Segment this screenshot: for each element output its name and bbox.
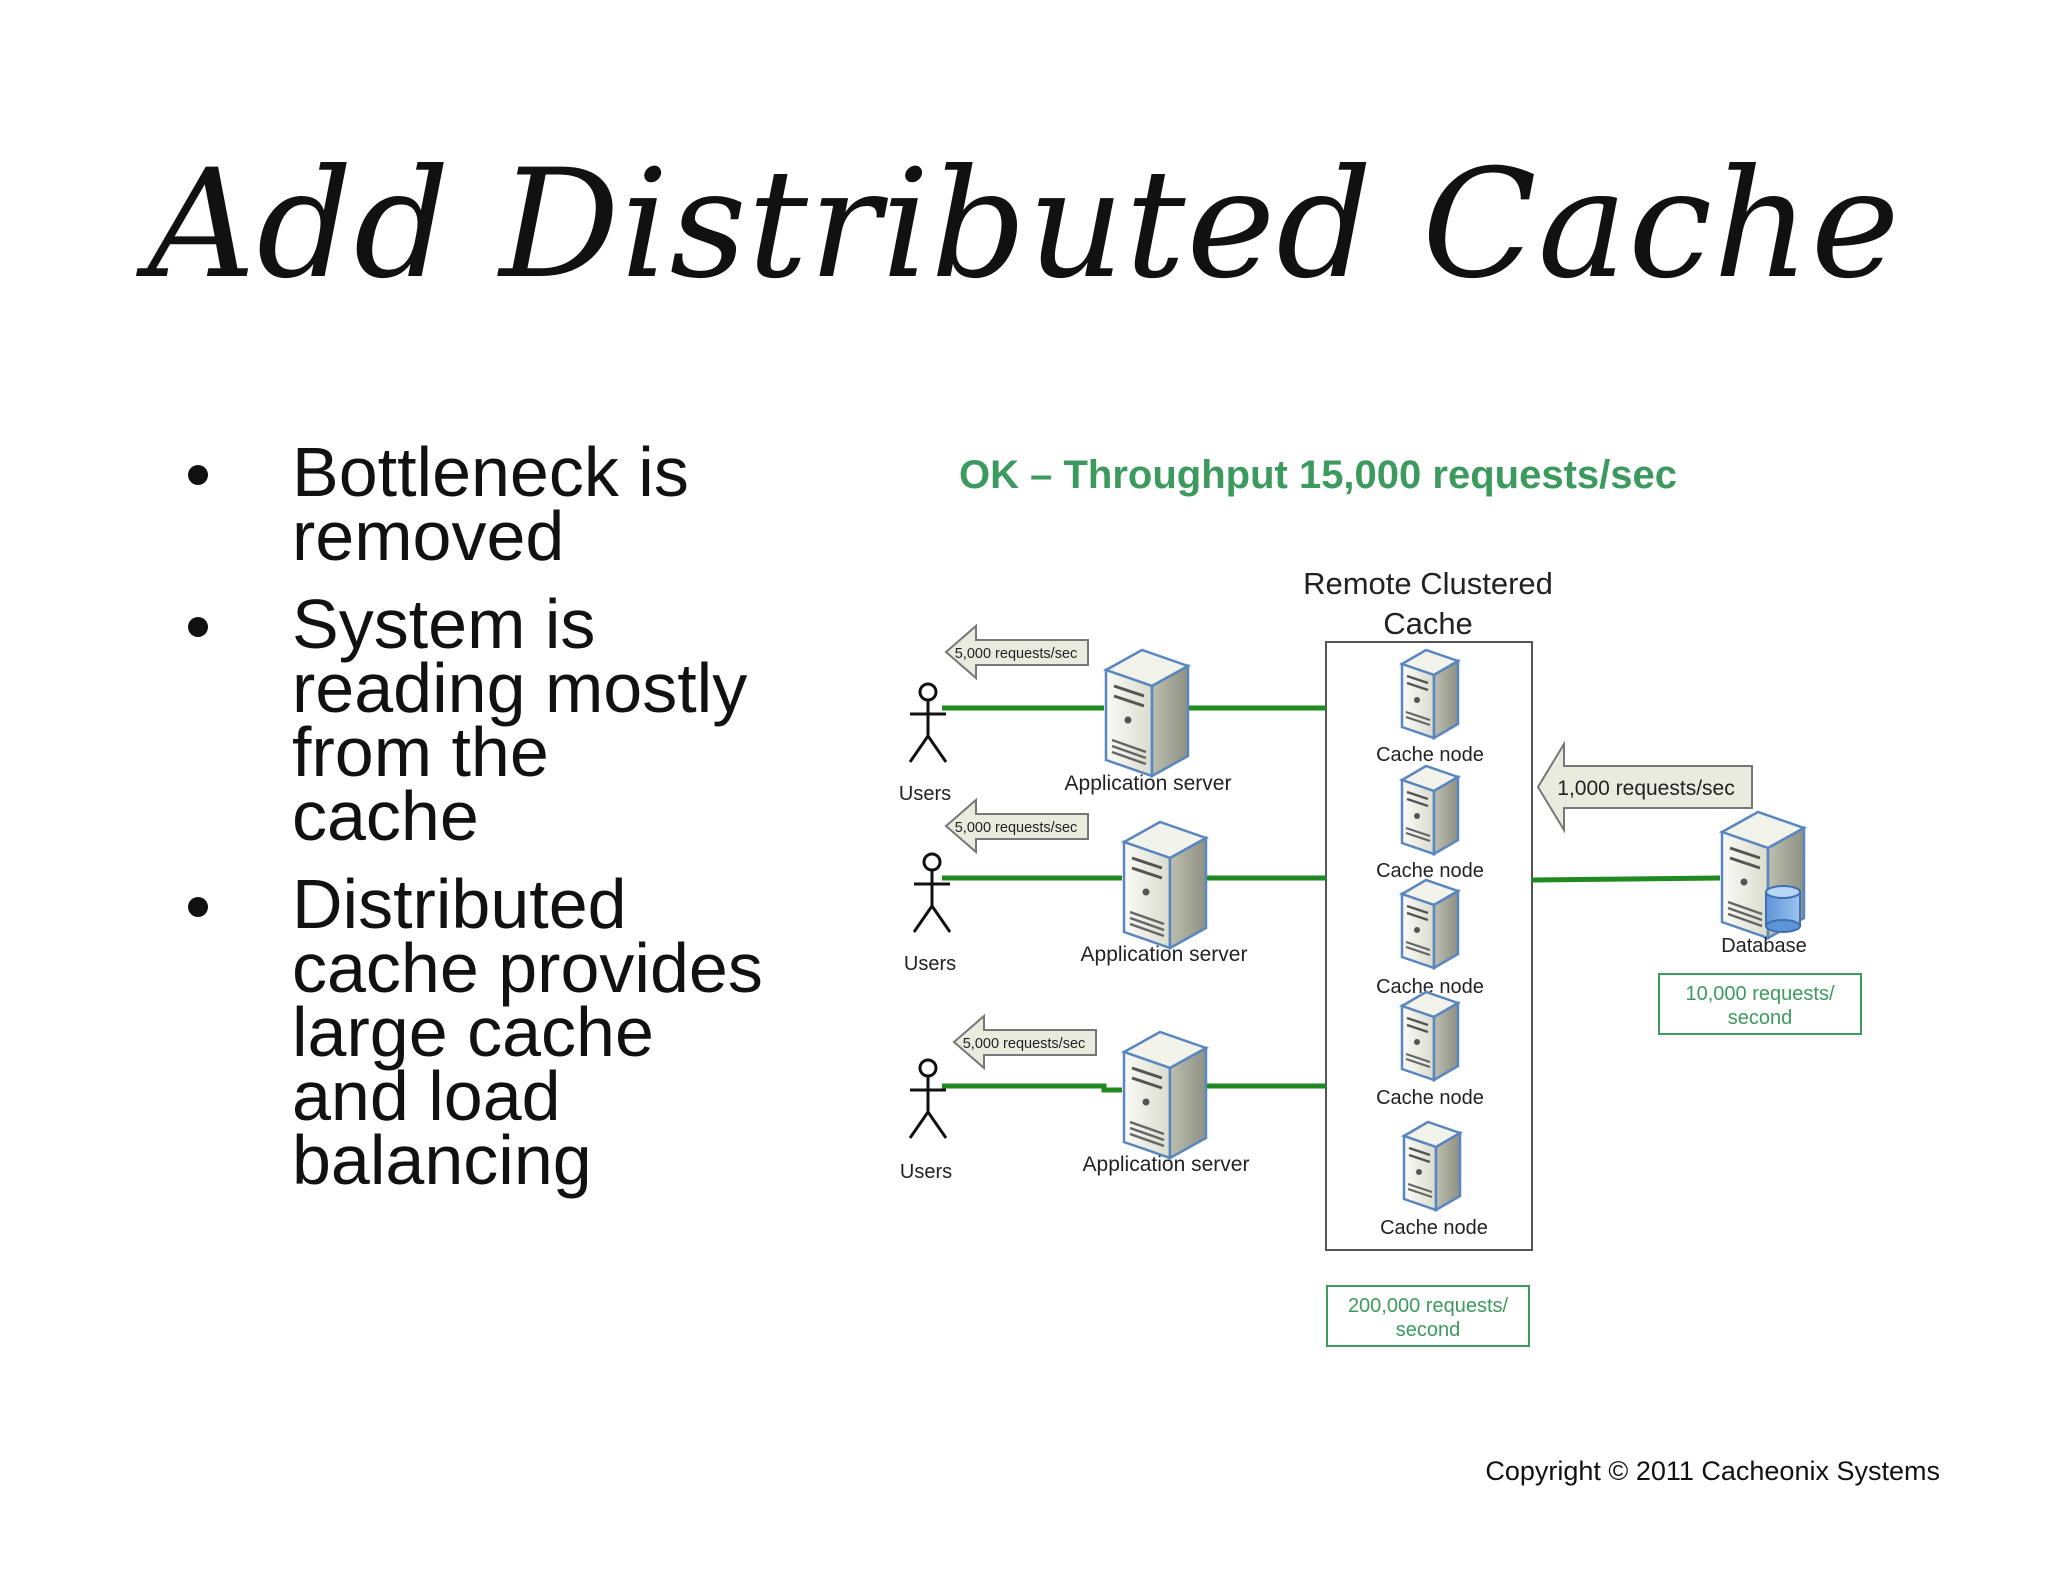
cache-node-label: Cache node xyxy=(1380,1217,1488,1239)
bullet-line: Distributed xyxy=(292,865,627,943)
cache-node: Cache node xyxy=(1376,764,1484,882)
bullet-line: Bottleneck is xyxy=(292,433,689,511)
cache-node-label: Cache node xyxy=(1376,744,1484,766)
arrow-label: 5,000 requests/sec xyxy=(963,1036,1086,1052)
bullet-item: System is reading mostly from the cache xyxy=(180,585,820,855)
bullet-dot xyxy=(188,617,208,637)
bullet-line: from the xyxy=(292,713,549,791)
arrow-label: 5,000 requests/sec xyxy=(955,646,1078,662)
db-capacity-box: 10,000 requests/ second xyxy=(1658,973,1862,1035)
cluster-capacity-box: 200,000 requests/ second xyxy=(1326,1285,1530,1347)
db-capacity-text: second xyxy=(1728,1007,1793,1029)
connection-lines xyxy=(942,705,1721,1093)
request-arrow: 5,000 requests/sec xyxy=(944,623,1089,681)
bullet-dot xyxy=(188,897,208,917)
bullet-line: and load xyxy=(292,1057,561,1135)
bullet-line: large cache xyxy=(292,993,654,1071)
bullet-line: cache xyxy=(292,777,479,855)
cache-node-label: Cache node xyxy=(1376,860,1484,882)
request-arrow: 5,000 requests/sec xyxy=(952,1013,1097,1071)
slide-title: Add Distributed Cache xyxy=(147,138,1901,312)
bullet-line: reading mostly xyxy=(292,649,748,727)
db-capacity-text: 10,000 requests/ xyxy=(1686,983,1835,1005)
bullet-dot xyxy=(188,465,208,485)
bullet-item: Distributed cache provides large cache a… xyxy=(180,865,820,1199)
cache-server-icon xyxy=(1400,764,1460,856)
server-icon xyxy=(1104,648,1190,778)
bullet-line: balancing xyxy=(292,1121,592,1199)
cache-server-icon xyxy=(1400,648,1460,740)
cache-node: Cache node xyxy=(1376,990,1484,1109)
server-label: Application server xyxy=(1081,943,1248,966)
user-icon xyxy=(908,1058,948,1140)
cache-node-label: Cache node xyxy=(1376,976,1484,998)
cache-node: Cache node xyxy=(1376,878,1484,998)
users-label: Users xyxy=(900,1161,952,1183)
bullet-line: cache provides xyxy=(292,929,763,1007)
user-icon xyxy=(908,682,948,764)
server-label: Application server xyxy=(1083,1153,1250,1176)
bullet-item: Bottleneck is removed xyxy=(180,433,820,575)
cache-server-icon xyxy=(1400,878,1460,970)
database-label: Database xyxy=(1721,935,1807,957)
user-row-2: Users 5,000 requests/sec Application ser… xyxy=(904,797,1248,975)
cache-server-icon xyxy=(1400,990,1460,1082)
database-node: Database xyxy=(1720,810,1807,957)
cache-node: Cache node xyxy=(1380,1120,1488,1239)
db-arrow-label: 1,000 requests/sec xyxy=(1557,777,1734,800)
cache-db-link xyxy=(1531,875,1721,883)
cache-node-label: Cache node xyxy=(1376,1087,1484,1109)
cluster-capacity-text: second xyxy=(1396,1319,1461,1341)
arrow-label: 5,000 requests/sec xyxy=(955,820,1078,836)
cache-node: Cache node xyxy=(1376,648,1484,766)
user-icon xyxy=(912,852,952,934)
request-arrow: 5,000 requests/sec xyxy=(944,797,1089,855)
server-label: Application server xyxy=(1065,772,1232,795)
user-server-link xyxy=(942,1083,1122,1093)
cache-server-icon xyxy=(1402,1120,1462,1212)
user-row-3: Users 5,000 requests/sec Application ser… xyxy=(900,1013,1250,1183)
server-icon xyxy=(1122,820,1208,950)
cluster-label: Remote Clustered xyxy=(1303,566,1553,601)
database-cylinder-icon xyxy=(1765,885,1801,933)
cluster-label: Cache xyxy=(1383,606,1473,641)
bullet-line: System is xyxy=(292,585,596,663)
bullet-line: removed xyxy=(292,497,565,575)
copyright-notice: Copyright © 2011 Cacheonix Systems xyxy=(1485,1456,1940,1486)
server-icon xyxy=(1122,1030,1208,1160)
users-label: Users xyxy=(899,783,951,805)
db-request-arrow: 1,000 requests/sec xyxy=(1536,740,1753,834)
user-row-1: Users 5,000 requests/sec Application ser… xyxy=(899,623,1232,805)
bullet-list: Bottleneck is removed System is reading … xyxy=(180,433,820,1216)
users-label: Users xyxy=(904,953,956,975)
throughput-headline: OK – Throughput 15,000 requests/sec xyxy=(959,453,1677,497)
cluster-capacity-text: 200,000 requests/ xyxy=(1348,1295,1509,1317)
